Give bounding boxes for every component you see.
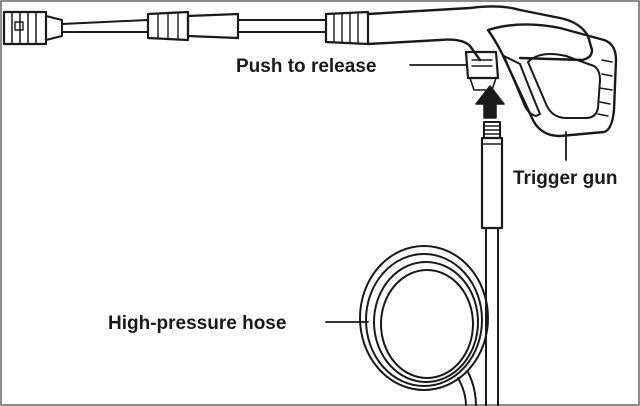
label-high-pressure-hose: High-pressure hose [108, 313, 286, 334]
up-arrow-icon [475, 85, 505, 119]
high-pressure-hose [359, 227, 499, 406]
trigger-gun [366, 5, 618, 138]
label-push-to-release: Push to release [236, 56, 376, 77]
hose-connector [480, 121, 504, 230]
label-trigger-gun: Trigger gun [513, 168, 618, 189]
